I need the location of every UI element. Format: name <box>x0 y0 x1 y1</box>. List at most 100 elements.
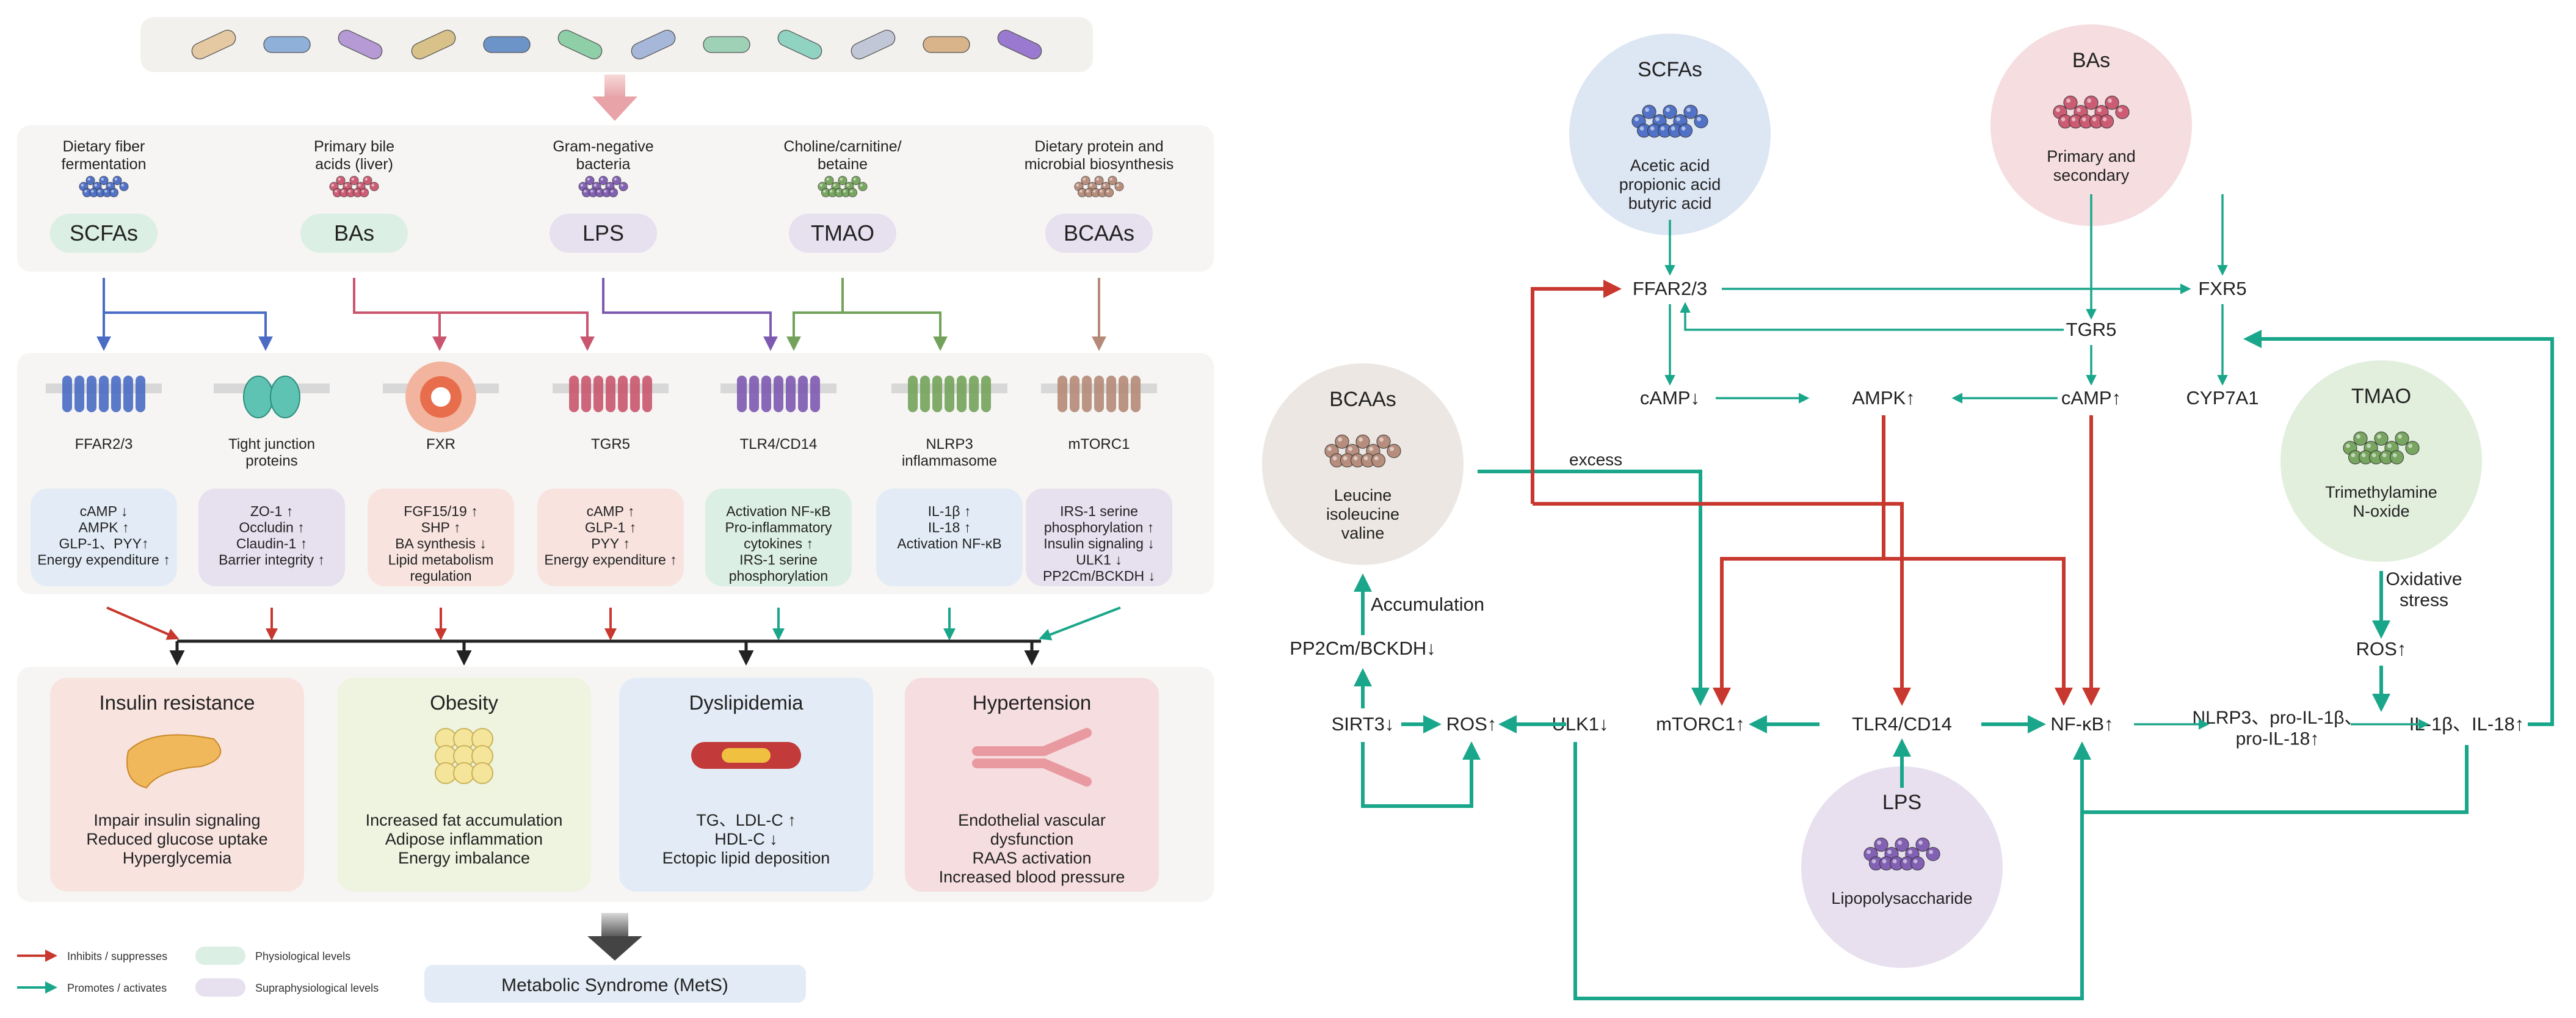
source-origin: Choline/carnitine/betaine <box>783 138 901 173</box>
receptor-icon <box>891 376 1007 412</box>
effects-box <box>1026 489 1172 586</box>
outcome-icon <box>126 734 222 789</box>
effects-box <box>876 489 1023 586</box>
outcome-icon <box>691 742 801 769</box>
legend: Inhibits / suppresses Promotes / activat… <box>17 947 379 997</box>
bacterium-icon <box>851 29 896 60</box>
receptor-label: TLR4/CD14 <box>740 436 818 453</box>
bacterium-icon <box>338 29 383 60</box>
circle-lps-title: LPS <box>1882 791 1921 814</box>
circle-lps: LPS Lipopolysaccharide <box>1801 766 2003 968</box>
legend-physiological: Physiological levels <box>255 950 350 962</box>
source-label: TMAO <box>811 220 874 245</box>
molecule-icon <box>1863 837 1940 871</box>
final-arrow <box>587 913 642 961</box>
molecule-icon <box>578 176 628 197</box>
inhibit-arrows <box>1531 280 2100 706</box>
bacterium-icon <box>777 29 822 60</box>
circle-tmao-title: TMAO <box>2351 385 2411 408</box>
node-tgr5: TGR5 <box>2066 319 2117 340</box>
legend-inhibits: Inhibits / suppresses <box>67 950 167 962</box>
bacteria-illustrations <box>191 29 1042 60</box>
node-cyp7a1: CYP7A1 <box>2186 387 2259 409</box>
circle-lps-text: Lipopolysaccharide <box>1831 889 1972 907</box>
molecule-icon <box>818 176 868 197</box>
outcome-icon <box>435 728 493 784</box>
top-down-arrow <box>592 75 637 121</box>
bacterium-icon <box>923 36 970 53</box>
node-tlr4: TLR4/CD14 <box>1852 713 1952 735</box>
node-nfkb: NF-κB↑ <box>2050 713 2113 735</box>
effect-arrows <box>106 606 1121 641</box>
receptor-icon <box>720 376 836 412</box>
bacterium-icon <box>557 29 603 60</box>
receptor-icon <box>1041 376 1157 412</box>
node-sirt3: SIRT3↓ <box>1332 713 1395 735</box>
effects-box <box>537 489 684 586</box>
circle-scfa-title: SCFAs <box>1638 58 1702 81</box>
outcome-title: Hypertension <box>973 691 1091 714</box>
molecule-icon <box>1074 176 1124 197</box>
source-label: BCAAs <box>1064 220 1134 245</box>
circle-ba-title: BAs <box>2072 49 2110 72</box>
source-pill <box>550 214 657 253</box>
outcome-bar <box>169 639 1041 666</box>
node-excess: excess <box>1569 450 1622 469</box>
promote-arrows-thick <box>1354 330 2554 1000</box>
source-pill <box>300 214 408 253</box>
source-connectors <box>96 278 1106 351</box>
node-accumulation: Accumulation <box>1371 594 1484 615</box>
effects-box <box>705 489 852 586</box>
bacterium-icon <box>263 36 311 53</box>
node-pp2cm: PP2Cm/BCKDH↓ <box>1290 638 1435 659</box>
molecule-icon <box>329 176 379 197</box>
node-camp-up: cAMP↑ <box>2061 387 2121 409</box>
receptor-effects: cAMP ↑GLP-1 ↑PYY ↑Energy expenditure ↑ <box>544 503 677 567</box>
receptor-icon <box>553 376 669 412</box>
bacteria-strip <box>140 17 1093 72</box>
outcome-title: Dyslipidemia <box>689 691 804 714</box>
node-mtorc1: mTORC1↑ <box>1656 713 1745 735</box>
receptor-label: FXR <box>426 436 455 453</box>
bacterium-icon <box>631 29 676 60</box>
receptor-effects: IL-1β ↑IL-18 ↑Activation NF-κB <box>897 503 1001 551</box>
source-label: LPS <box>582 220 624 245</box>
receptor-effects: ZO-1 ↑Occludin ↑Claudin-1 ↑Barrier integ… <box>219 503 325 567</box>
bacterium-icon <box>703 36 750 53</box>
effects-box <box>368 489 514 586</box>
node-ampk-up: AMPK↑ <box>1852 387 1915 409</box>
receptor-label: FFAR2/3 <box>75 436 133 453</box>
circle-bcaa-title: BCAAs <box>1329 388 1396 411</box>
source-label: SCFAs <box>70 220 138 245</box>
source-pill <box>50 214 158 253</box>
receptor-icon <box>214 376 330 418</box>
bacterium-icon <box>483 36 531 53</box>
molecule-icon <box>2343 431 2420 465</box>
node-fxr5: FXR5 <box>2198 278 2246 299</box>
